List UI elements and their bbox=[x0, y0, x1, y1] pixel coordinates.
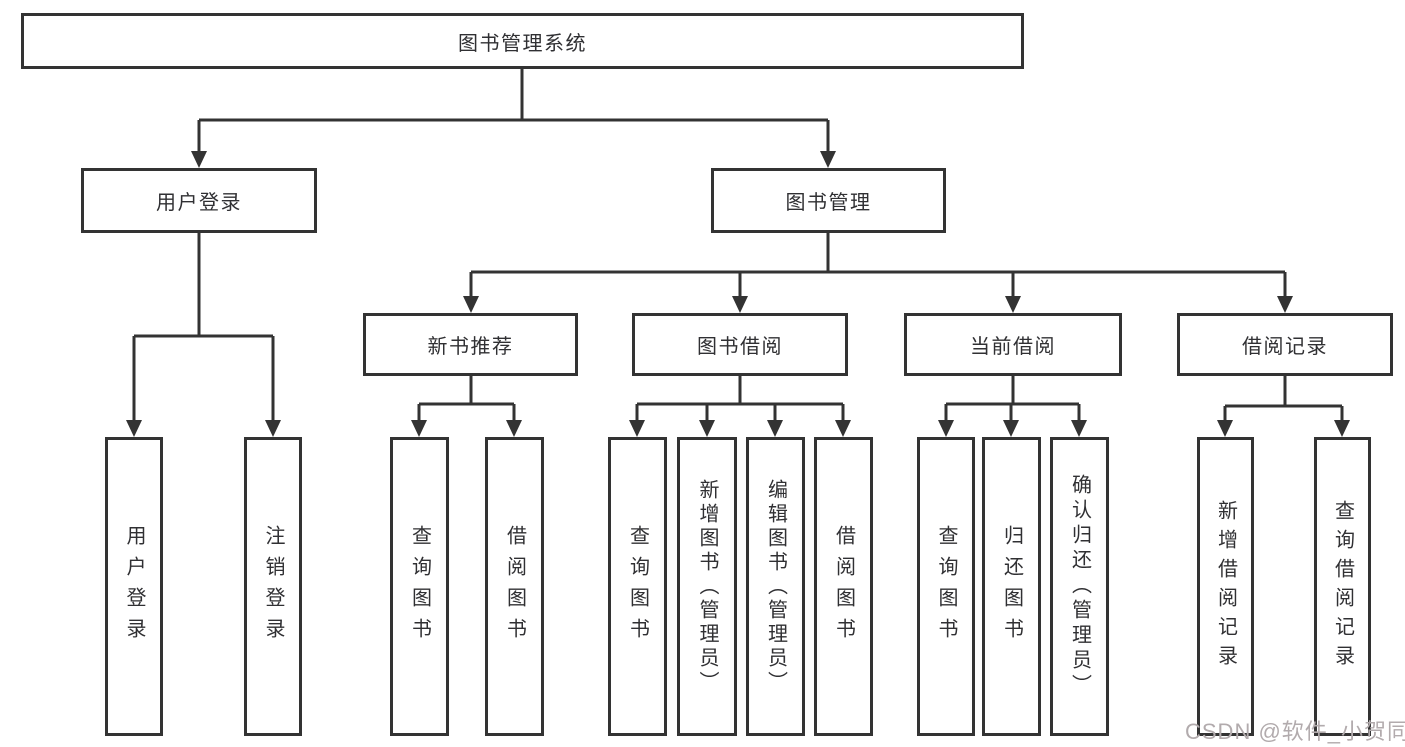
node-user-login: 用户登录 bbox=[81, 168, 317, 233]
node-label: 借阅图书 bbox=[503, 524, 526, 649]
node-label: 新书推荐 bbox=[427, 336, 514, 358]
node-current-borrowing: 当前借阅 bbox=[904, 313, 1122, 376]
leaf-query-borrow-record: 查询借阅记录 bbox=[1314, 437, 1371, 736]
leaf-borrow-books: 借阅图书 bbox=[814, 437, 873, 736]
node-new-book-recommend: 新书推荐 bbox=[363, 313, 578, 376]
leaf-add-borrow-record: 新增借阅记录 bbox=[1197, 437, 1254, 736]
node-label: 查询图书 bbox=[408, 524, 431, 649]
node-book-management: 图书管理 bbox=[711, 168, 946, 233]
node-label: 图书管理系统 bbox=[458, 32, 587, 55]
leaf-borrow-books-recommend: 借阅图书 bbox=[485, 437, 544, 736]
leaf-user-login: 用户登录 bbox=[105, 437, 163, 736]
node-label: 借阅图书 bbox=[832, 524, 855, 649]
node-label: 图书借阅 bbox=[697, 336, 783, 358]
node-borrowing-records: 借阅记录 bbox=[1177, 313, 1393, 376]
leaf-confirm-return-admin: 确认归还（管理员） bbox=[1050, 437, 1109, 736]
node-label: 图书管理 bbox=[785, 192, 872, 214]
leaf-query-books-current: 查询图书 bbox=[917, 437, 975, 736]
leaf-return-books: 归还图书 bbox=[982, 437, 1041, 736]
watermark: CSDN @软件_小贺同学 bbox=[1185, 719, 1405, 744]
leaf-query-books-recommend: 查询图书 bbox=[390, 437, 449, 736]
node-label: 新增图书（管理员） bbox=[696, 478, 718, 695]
leaf-query-books-borrowing: 查询图书 bbox=[608, 437, 667, 736]
node-label: 当前借阅 bbox=[970, 336, 1056, 358]
leaf-edit-books-admin: 编辑图书（管理员） bbox=[746, 437, 805, 736]
node-label: 新增借阅记录 bbox=[1214, 499, 1237, 674]
node-label: 查询图书 bbox=[626, 524, 649, 649]
node-book-borrowing: 图书借阅 bbox=[632, 313, 848, 376]
node-label: 用户登录 bbox=[123, 524, 145, 649]
node-label: 用户登录 bbox=[156, 192, 242, 214]
node-label: 注销登录 bbox=[262, 524, 284, 649]
node-root-library-system: 图书管理系统 bbox=[21, 13, 1024, 69]
connector-lines bbox=[132, 69, 1344, 422]
leaf-logout: 注销登录 bbox=[244, 437, 302, 736]
node-label: 查询借阅记录 bbox=[1331, 499, 1354, 674]
node-label: 归还图书 bbox=[1000, 524, 1023, 649]
node-label: 借阅记录 bbox=[1242, 336, 1328, 358]
node-label: 查询图书 bbox=[935, 524, 957, 649]
leaf-add-books-admin: 新增图书（管理员） bbox=[677, 437, 737, 736]
node-label: 编辑图书（管理员） bbox=[764, 478, 787, 695]
node-label: 确认归还（管理员） bbox=[1068, 474, 1091, 699]
